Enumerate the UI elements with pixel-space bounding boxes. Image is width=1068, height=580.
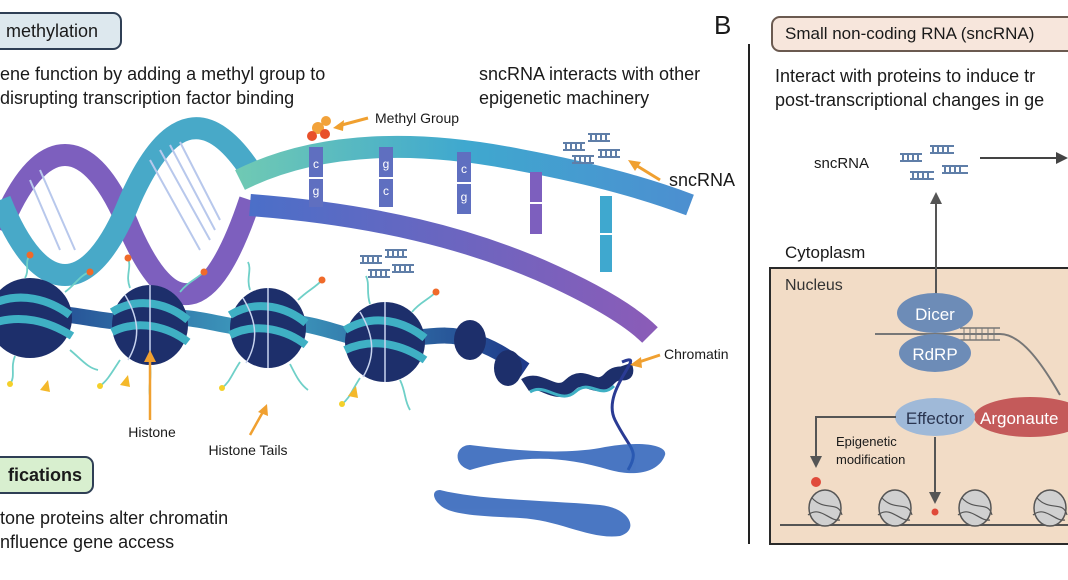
effector-label: Effector: [906, 409, 965, 428]
methylation-caption-line2: disrupting transcription factor binding: [0, 88, 295, 108]
epigenetic-label-line1: Epigenetic: [836, 434, 897, 449]
nucleosome-1: [0, 278, 75, 358]
base-top-2: g: [383, 157, 390, 171]
dna-strand-lower: [249, 194, 658, 343]
methyl-mark-2: [931, 508, 939, 516]
histone-tails-arrow: [248, 409, 266, 436]
argonaute-shape: [974, 397, 1068, 437]
sncrna-header-box: Small non-coding RNA (sncRNA): [771, 16, 1068, 52]
cytoplasm-label: Cytoplasm: [785, 243, 865, 262]
base-bottom-3: g: [461, 190, 468, 204]
panel-b-caption-line1: Interact with proteins to induce tr: [775, 66, 1036, 86]
base-pairs: c g g c c g: [309, 147, 612, 272]
base-bottom-1: g: [313, 184, 320, 198]
nucleosome-4: [342, 302, 428, 382]
argonaute-label: Argonaute: [980, 409, 1058, 428]
sncrna-caption-line1: sncRNA interacts with other: [479, 64, 701, 84]
methyl-mark-1: [811, 477, 821, 487]
panel-b-sncrna-label: sncRNA: [814, 155, 869, 172]
sncrna-caption-line2: epigenetic machinery: [479, 88, 650, 108]
sncrna-glyph-middle: [360, 249, 414, 278]
dna-helix-strand-purple: [0, 144, 261, 306]
panel-divider: [748, 44, 750, 544]
rna-strand: [875, 333, 1061, 396]
sncrna-header: Small non-coding RNA (sncRNA): [785, 24, 1035, 43]
nucleosome-3: [227, 288, 309, 368]
panel-b-sncrna-glyph: [900, 145, 968, 180]
methyl-group-icon: [307, 116, 331, 141]
nucleus-label: Nucleus: [785, 277, 843, 294]
panel-b-caption-line2: post-transcriptional changes in ge: [775, 90, 1045, 110]
histone-label: Histone: [128, 424, 176, 440]
base-bottom-2: c: [383, 184, 389, 198]
condensed-chromatin: [521, 362, 634, 397]
chromatin-label: Chromatin: [664, 346, 729, 362]
modifications-header: fications: [8, 464, 83, 485]
effector-shape: [895, 398, 975, 436]
epigenetic-label-line2: modification: [836, 452, 905, 467]
histone-tail-marks-yellow: [7, 381, 345, 407]
epigenetic-arrow: [815, 416, 896, 460]
rdrp-label: RdRP: [912, 345, 957, 364]
modifications-caption-line1: tone proteins alter chromatin: [0, 508, 229, 528]
dicer-label: Dicer: [915, 305, 955, 324]
methylation-header-box: methylation: [0, 12, 122, 50]
nucleosome-5: [454, 320, 522, 386]
tail-arrows: [40, 375, 358, 398]
nucleosome-2: [109, 285, 191, 365]
panel-b-illustration: sncRNA Cytoplasm Nucleus Dicer RdRP Argo…: [769, 145, 1068, 545]
panel-a-illustration: c g g c c g Methyl Group sncRNA: [0, 110, 735, 537]
dna-helix-strand-teal: [0, 117, 260, 286]
panel-b-letter: B: [714, 10, 732, 40]
modifications-header-box: fications: [0, 456, 94, 494]
methylation-caption-line1: ene function by adding a methyl group to: [0, 64, 326, 84]
sncrna-glyph-top: [563, 133, 620, 164]
sncrna-label: sncRNA: [669, 170, 735, 190]
histone-tails-label: Histone Tails: [208, 442, 287, 458]
methyl-group-label: Methyl Group: [375, 110, 459, 126]
sncrna-arrow: [633, 162, 661, 182]
modifications-caption-line2: nfluence gene access: [0, 532, 175, 552]
rdrp-shape: [899, 334, 971, 372]
dicer-shape: [897, 293, 973, 333]
methylation-header: methylation: [6, 20, 99, 41]
chromosome-icon: [434, 444, 666, 537]
panel-b-nucleosomes: [808, 489, 1067, 527]
base-top-3: c: [461, 162, 467, 176]
histone-tail-marks: [26, 251, 440, 296]
base-top-1: c: [313, 157, 319, 171]
